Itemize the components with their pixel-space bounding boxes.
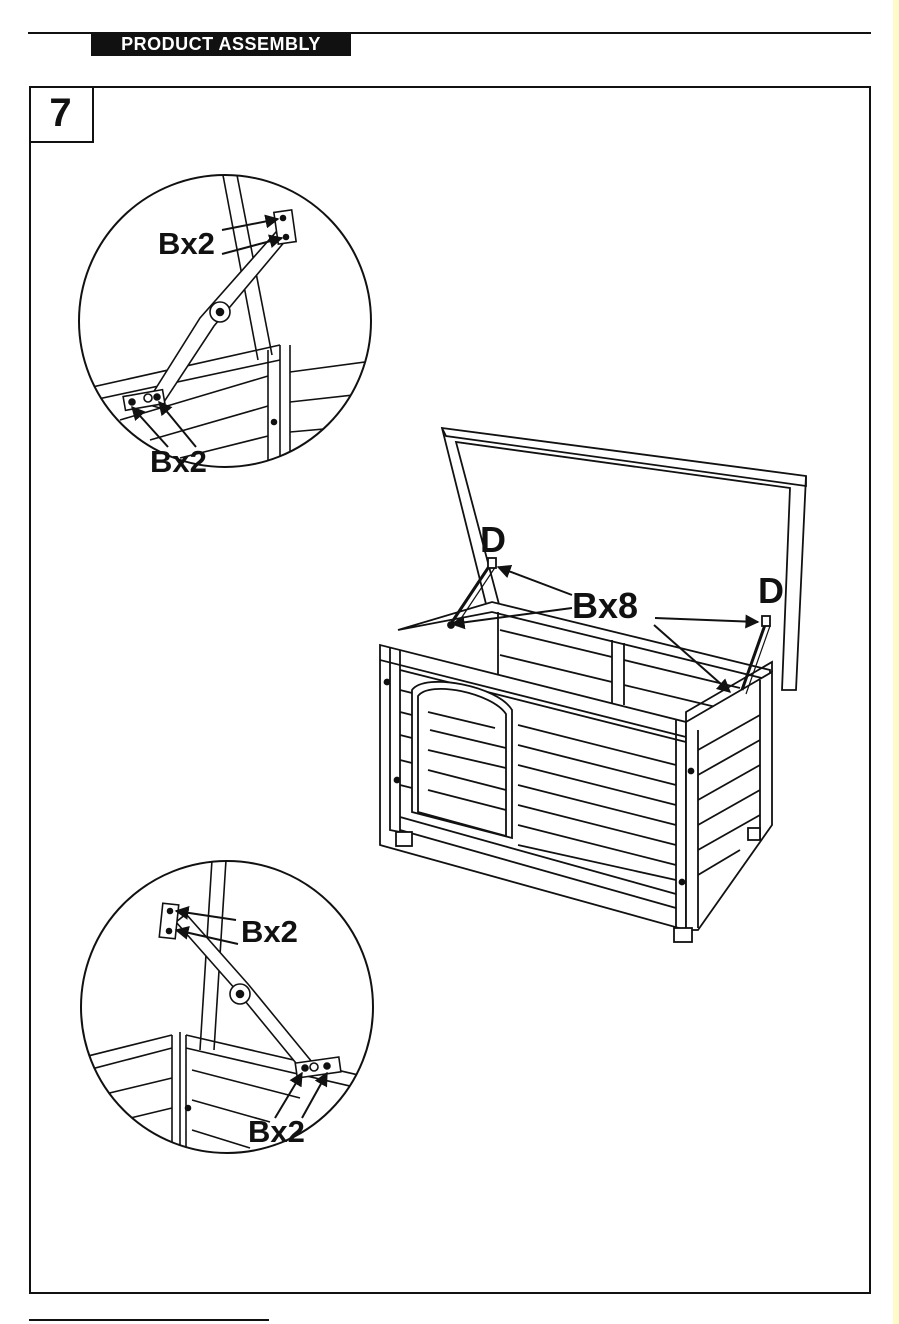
callout-bottom-lower-bx2: Bx2 bbox=[248, 1116, 305, 1147]
footer-rule bbox=[29, 1319, 269, 1321]
storage-box-drawing bbox=[380, 428, 806, 942]
callout-main-right-d: D bbox=[758, 573, 784, 609]
callout-main-bx8: Bx8 bbox=[572, 588, 638, 624]
bottom-detail-view bbox=[80, 860, 380, 1160]
callout-top-lower-bx2: Bx2 bbox=[150, 446, 207, 477]
callout-main-left-d: D bbox=[480, 522, 506, 558]
top-detail-view bbox=[70, 170, 380, 470]
callout-top-upper-bx2: Bx2 bbox=[158, 228, 215, 259]
callout-bottom-upper-bx2: Bx2 bbox=[241, 916, 298, 947]
